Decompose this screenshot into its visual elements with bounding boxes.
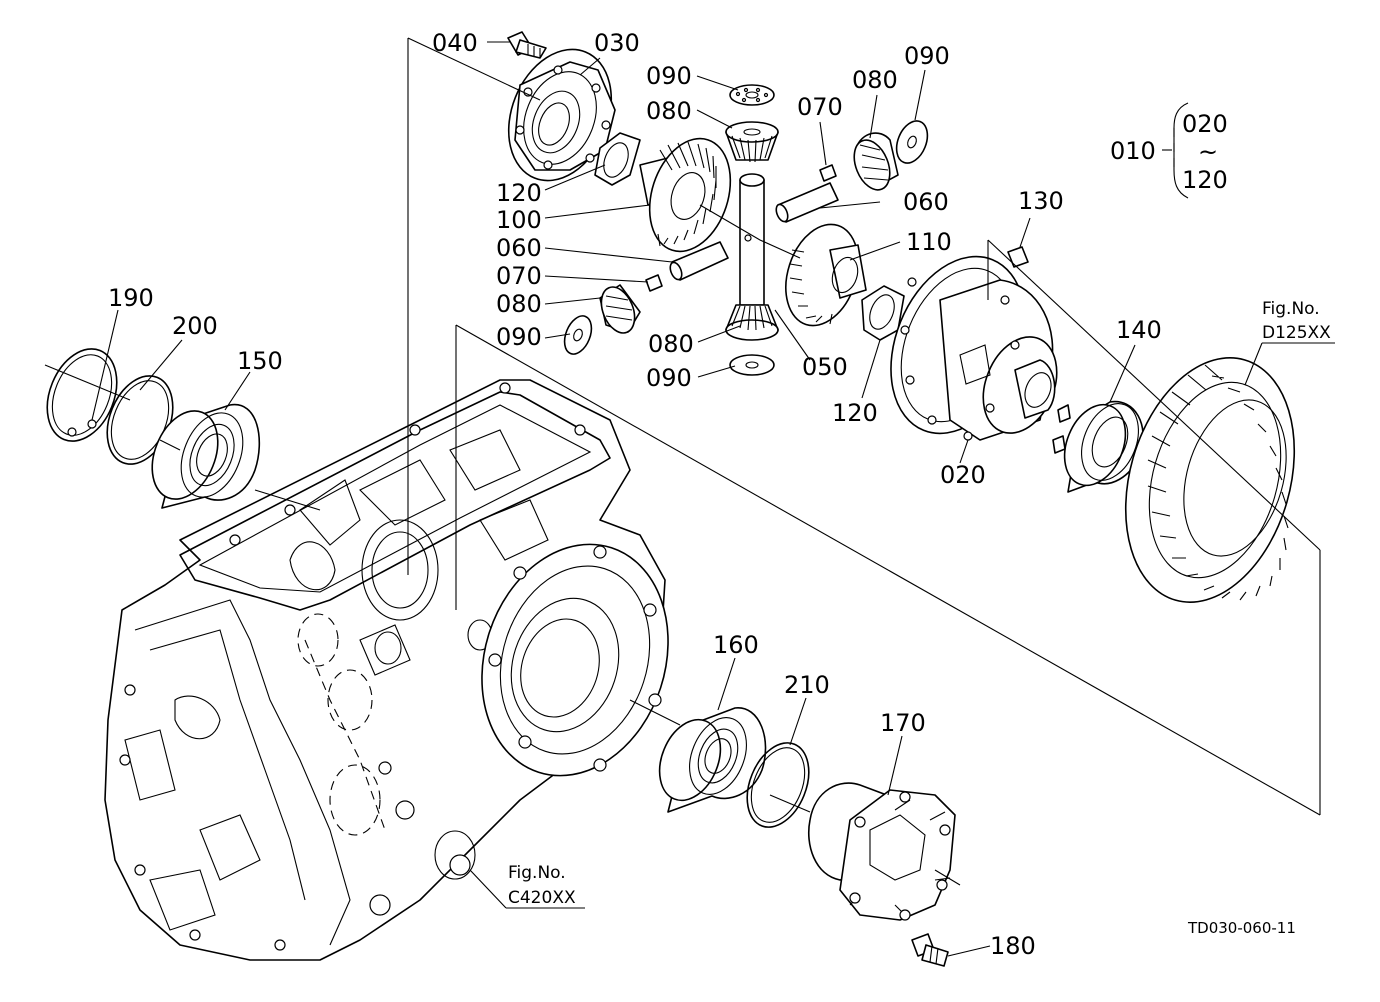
pinion-gear-080-bottom[interactable] [725, 304, 779, 341]
label-150: 150 [237, 347, 283, 375]
shaft-060-upper[interactable] [774, 182, 839, 223]
transmission-case[interactable] [104, 379, 697, 961]
thrust-washer-090-left[interactable] [559, 312, 596, 358]
label-060: 060 [496, 234, 542, 262]
label-080: 080 [496, 290, 542, 318]
assembly-bracket [1162, 102, 1189, 199]
bolt-040[interactable] [507, 31, 547, 59]
figure-references: Fig.No. D125XX Fig.No. C420XX TD030-060-… [508, 299, 1331, 937]
assembly-centre-lines [44, 37, 1321, 886]
drawing-code: TD030-060-11 [1187, 919, 1296, 937]
thrust-washer-090-bottom[interactable] [729, 354, 775, 376]
label-020: 020 [940, 461, 986, 489]
label-180: 180 [990, 932, 1036, 960]
label-070: 070 [496, 262, 542, 290]
diff-case-020[interactable] [866, 236, 1070, 453]
fig-ref-c-prefix: Fig.No. [508, 863, 566, 883]
label-090: 090 [904, 42, 950, 70]
ring-gear[interactable] [1099, 338, 1322, 622]
label-170: 170 [880, 709, 926, 737]
label-070: 070 [797, 93, 843, 121]
bearing-housing-170[interactable] [808, 782, 956, 921]
label-190: 190 [108, 284, 154, 312]
pin-070-upper[interactable] [819, 164, 837, 182]
pinion-gear-080-top[interactable] [725, 121, 779, 163]
fig-ref-d-prefix: Fig.No. [1262, 299, 1320, 319]
label-130: 130 [1018, 187, 1064, 215]
thrust-washer-090-right[interactable] [891, 116, 933, 167]
thrust-washer-090-top[interactable] [729, 84, 775, 106]
label-110: 110 [906, 228, 952, 256]
label-050: 050 [802, 353, 848, 381]
shim-210[interactable] [736, 734, 821, 837]
label-160: 160 [713, 631, 759, 659]
fig-ref-d-code: D125XX [1262, 323, 1331, 343]
label-060: 060 [903, 188, 949, 216]
diff-cover-030[interactable] [490, 34, 630, 196]
label-090: 090 [496, 323, 542, 351]
label-range-start: 020 [1182, 110, 1228, 138]
pin-130[interactable] [1007, 246, 1029, 268]
part-labels: 040 030 090 080 070 080 090 010 020 ~ 12… [108, 29, 1228, 960]
pinion-gear-080-right[interactable] [847, 132, 899, 195]
label-200: 200 [172, 312, 218, 340]
label-030: 030 [594, 29, 640, 57]
side-gear-100[interactable] [636, 128, 744, 262]
thrust-washer-120-upper[interactable] [594, 132, 641, 186]
label-080: 080 [852, 66, 898, 94]
label-080: 080 [648, 330, 694, 358]
label-090: 090 [646, 62, 692, 90]
bolt-180[interactable] [911, 933, 949, 967]
pinion-shaft-050[interactable] [739, 173, 765, 306]
label-100: 100 [496, 206, 542, 234]
pinion-gear-080-left[interactable] [595, 282, 641, 338]
label-120: 120 [496, 179, 542, 207]
label-leaders [91, 41, 1335, 957]
bearing-150[interactable] [140, 401, 261, 509]
label-090: 090 [646, 364, 692, 392]
fig-ref-c-code: C420XX [508, 888, 576, 908]
label-range-end: 120 [1182, 166, 1228, 194]
shaft-060-lower[interactable] [668, 241, 729, 281]
label-010: 010 [1110, 137, 1156, 165]
label-140: 140 [1116, 316, 1162, 344]
label-080: 080 [646, 97, 692, 125]
pin-070-lower[interactable] [645, 274, 663, 292]
side-gear-110[interactable] [774, 215, 871, 335]
bearing-160[interactable] [648, 707, 767, 813]
label-120: 120 [832, 399, 878, 427]
label-range-tilde: ~ [1198, 138, 1218, 166]
thrust-washer-120-lower[interactable] [861, 285, 905, 341]
snap-ring-190[interactable] [34, 339, 129, 452]
label-210: 210 [784, 671, 830, 699]
label-040: 040 [432, 29, 478, 57]
